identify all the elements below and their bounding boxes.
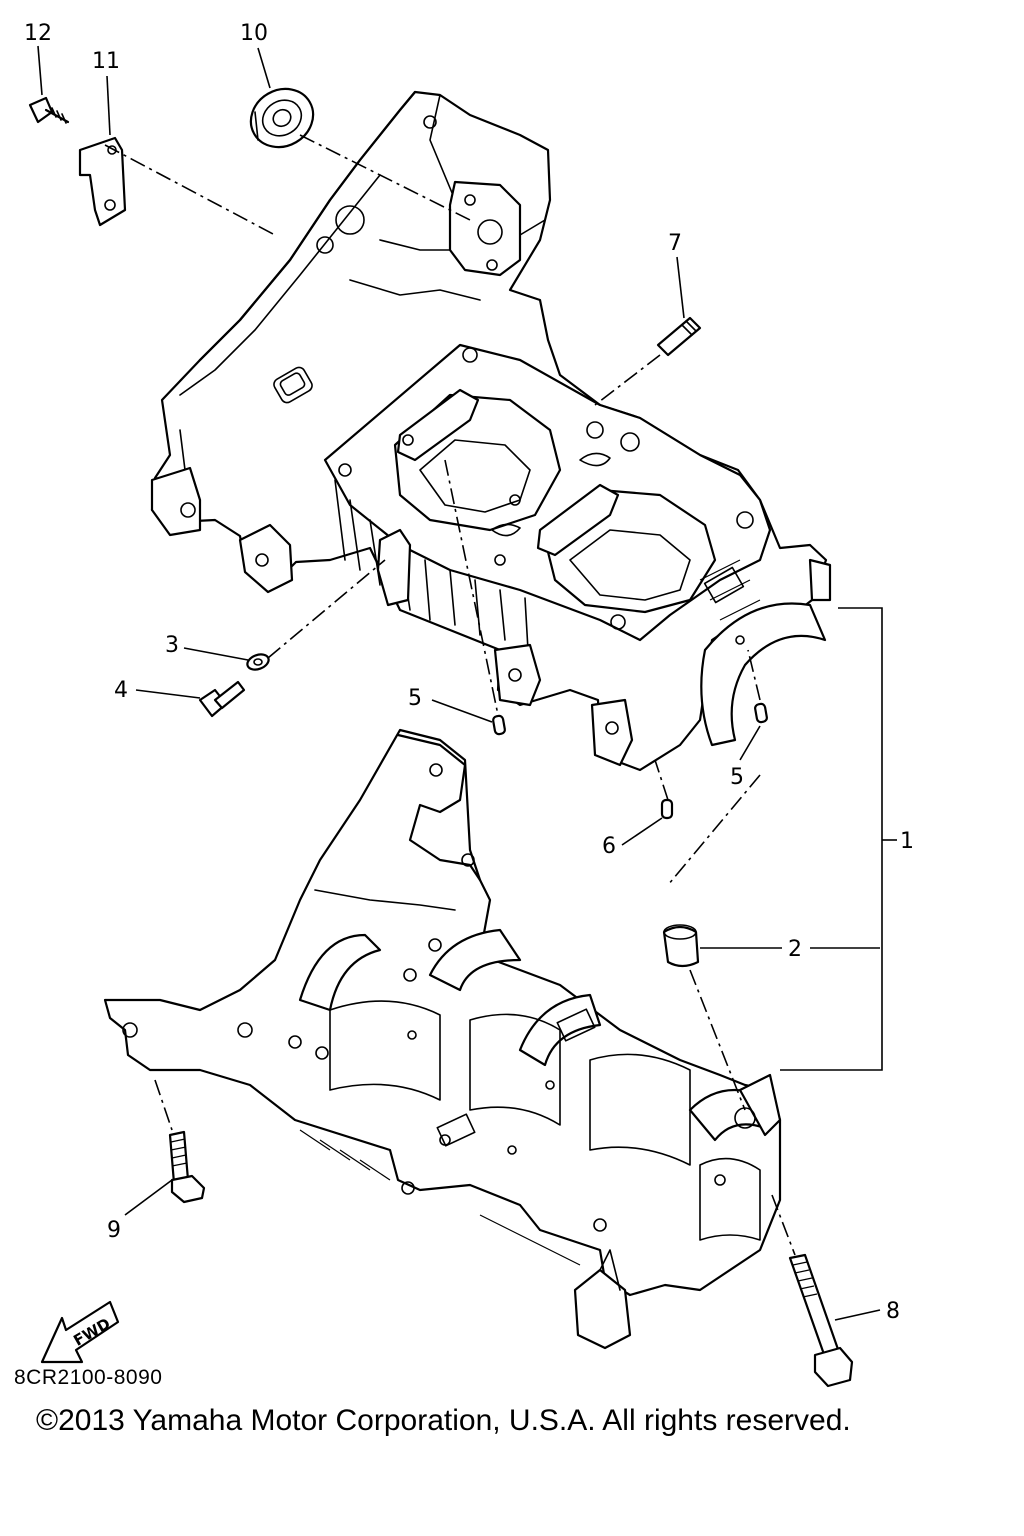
dowel-6 [660, 798, 674, 820]
callout-3: 3 [165, 633, 179, 658]
callout-5b: 5 [730, 765, 744, 790]
lower-crankcase [103, 728, 782, 1350]
part-code: 8CR2100-8090 [14, 1366, 163, 1389]
callout-leaders [37, 45, 897, 1321]
callout-8: 8 [886, 1299, 900, 1324]
callout-6: 6 [602, 834, 616, 859]
dowel-5a [492, 714, 506, 736]
upper-crankcase [150, 90, 832, 772]
screw-12 [28, 96, 70, 124]
callout-4: 4 [114, 678, 128, 703]
callout-12: 12 [24, 21, 52, 46]
washer-3 [246, 653, 270, 671]
dowel-5b [754, 702, 768, 724]
callout-2: 2 [788, 937, 802, 962]
copyright-notice: ©2013 Yamaha Motor Corporation, U.S.A. A… [36, 1404, 851, 1437]
assembly-lines [104, 134, 796, 1256]
bolt-4 [198, 680, 246, 718]
bolt-8 [788, 1253, 854, 1388]
bolt-9 [168, 1130, 206, 1204]
fwd-arrow-icon: FWD [40, 1300, 120, 1364]
callout-10: 10 [240, 21, 268, 46]
callout-5a: 5 [408, 686, 422, 711]
callout-11: 11 [92, 49, 120, 74]
bracket-11 [78, 136, 127, 227]
callout-1: 1 [900, 829, 914, 854]
plug-2 [662, 924, 700, 968]
pin-7 [656, 316, 702, 357]
bearing-10 [249, 87, 315, 149]
callout-7: 7 [668, 231, 682, 256]
callout-9: 9 [107, 1218, 121, 1243]
callout-labels: 12 11 10 7 3 4 5 5 6 1 2 9 8 [24, 21, 914, 1324]
